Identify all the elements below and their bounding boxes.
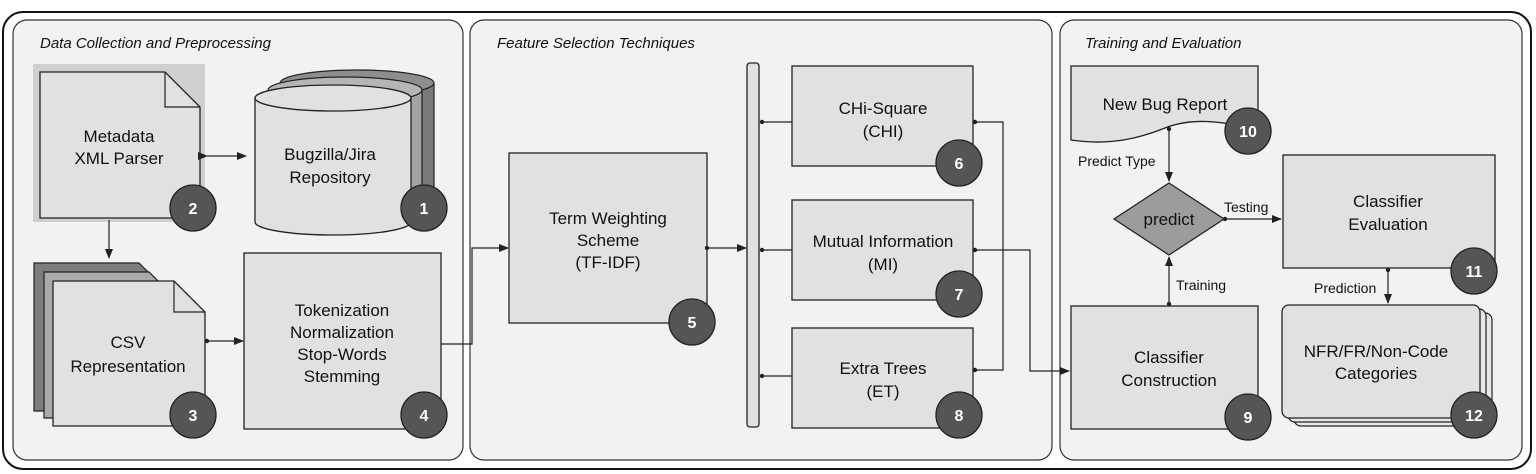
document-fold [173,281,205,313]
card-front [1281,304,1481,419]
process-box [791,65,974,167]
node-label: (MI) [868,255,898,274]
node-label: Mutual Information [813,232,954,251]
decision-diamond [1112,182,1226,256]
node-categories: NFR/FR/Non-Code Categories 12 [1281,304,1498,439]
document-shape [39,71,201,219]
step-badge [668,298,716,346]
node-new-bug-report: New Bug Report 10 [1070,65,1272,155]
step-badge [1224,107,1272,155]
step-badge [935,139,983,187]
node-label: Repository [289,168,371,187]
step-number: 8 [955,408,964,425]
section-title: Training and Evaluation [1085,35,1242,52]
step-badge [935,391,983,439]
step-number: 2 [189,201,198,218]
edge-tokenization-weighting [441,244,509,345]
step-number: 1 [420,201,429,218]
step-badge [1450,247,1498,295]
node-mutual-information: Mutual Information (MI) 7 [791,199,983,318]
node-label: CHi-Square [839,99,928,118]
step-number: 6 [955,156,964,173]
edge-mi-construction [972,247,1070,375]
step-number: 5 [688,315,697,332]
node-repository: Bugzilla/Jira Repository 1 [254,69,448,236]
step-number: 9 [1244,410,1253,427]
cylinder-front-top [254,84,412,112]
section-title: Data Collection and Preprocessing [40,35,272,52]
node-label: New Bug Report [1103,95,1228,114]
process-box [508,152,708,324]
node-label: Term Weighting [549,209,667,228]
node-chi-square: CHi-Square (CHI) 6 [791,65,983,187]
step-badge [169,184,217,232]
edge-label-prediction: Prediction [1314,280,1376,296]
step-number: 7 [955,287,964,304]
node-metadata-xml-parser: Metadata XML Parser 2 [33,64,217,232]
process-box [1282,154,1496,269]
node-label: Evaluation [1348,215,1427,234]
node-label: Stemming [304,367,381,386]
step-badge [400,391,448,439]
section-title: Feature Selection Techniques [497,35,695,52]
node-label: Classifier [1353,192,1423,211]
node-label: NFR/FR/Non-Code [1304,342,1449,361]
node-label: Bugzilla/Jira [284,145,376,164]
step-number: 4 [420,408,429,425]
edge-chi-merge [972,119,1004,250]
step-badge [400,184,448,232]
edge-label-testing: Testing [1224,199,1268,215]
connectors [105,119,1392,379]
fork-bar [746,62,760,428]
step-number: 3 [189,408,198,425]
step-badge [169,391,217,439]
node-label: predict [1143,210,1194,229]
step-badge [1450,391,1498,439]
node-label: (CHI) [863,122,904,141]
step-badge [1224,393,1272,441]
document-front [52,280,206,427]
node-term-weighting: Term Weighting Scheme (TF-IDF) 5 [508,152,716,346]
step-number: 11 [1466,264,1483,281]
node-label: (TF-IDF) [575,253,640,272]
node-label: Stop-Words [297,345,386,364]
node-label: Normalization [290,323,394,342]
node-classifier-evaluation: Classifier Evaluation 11 [1282,154,1498,295]
node-classifier-construction: Classifier Construction 9 [1070,305,1272,441]
node-label: (ET) [866,382,899,401]
node-label: Classifier [1134,348,1204,367]
node-label: Tokenization [295,301,390,320]
node-predict-decision: predict [1112,182,1226,256]
node-extra-trees: Extra Trees (ET) 8 [791,327,983,439]
node-label: Representation [70,357,185,376]
node-csv-representation: CSV Representation 3 [33,262,217,439]
document-fold [164,72,200,108]
node-label: Scheme [577,231,639,250]
node-label: Metadata [84,127,155,146]
node-label: Construction [1121,371,1216,390]
edge-label-predict-type: Predict Type [1078,153,1156,169]
step-number: 10 [1239,124,1257,141]
node-label: Extra Trees [840,359,927,378]
node-label: XML Parser [74,149,163,168]
edge-label-training: Training [1176,277,1226,293]
node-tokenization: Tokenization Normalization Stop-Words St… [243,252,448,439]
node-label: CSV [111,333,147,352]
cylinder-front [254,97,412,236]
node-label: Categories [1335,364,1417,383]
step-number: 12 [1465,408,1483,425]
